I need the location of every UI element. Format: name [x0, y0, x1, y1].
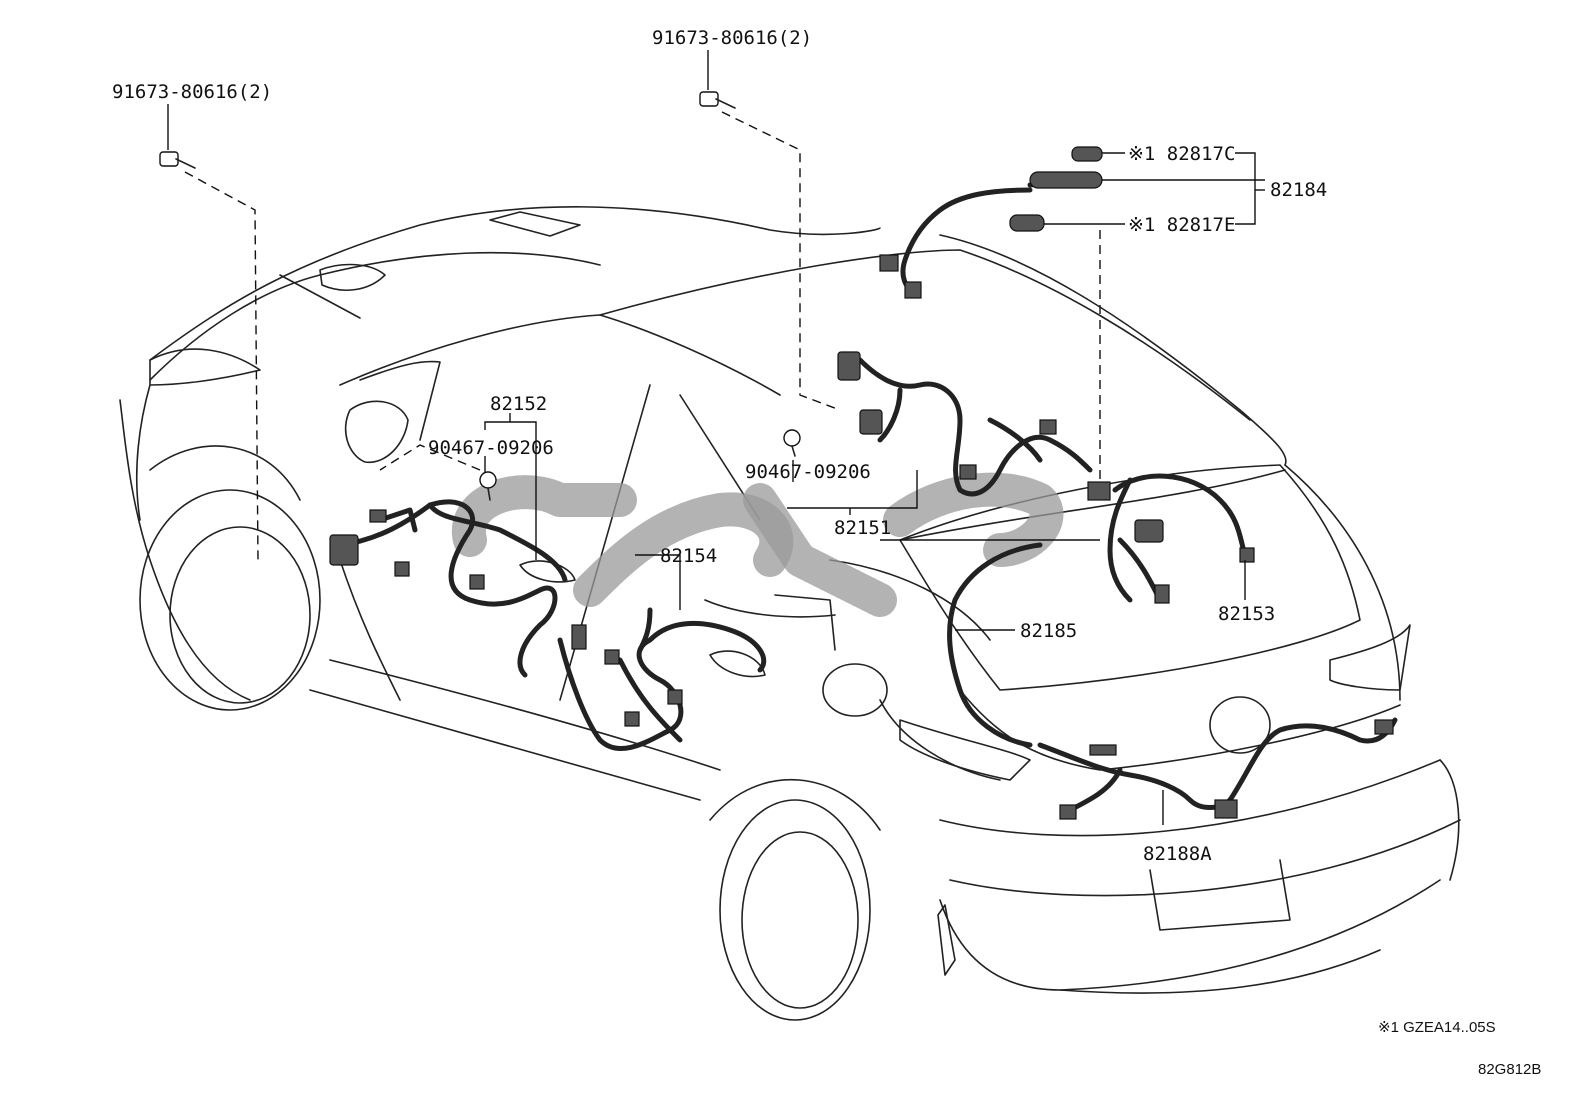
label-clip-left: 90467-09206 [428, 437, 554, 459]
label-82154: 82154 [660, 545, 717, 567]
label-82185: 82185 [1020, 620, 1077, 642]
bolt-left-icon [159, 151, 196, 169]
harness-82153 [1087, 473, 1255, 604]
label-82188a: 82188A [1143, 843, 1212, 865]
label-bolt-left: 91673-80616(2) [112, 81, 272, 103]
label-82184: 82184 [1270, 179, 1327, 201]
label-82817c: ※1 82817C [1128, 143, 1235, 165]
grommet-82817c [1071, 146, 1103, 162]
diagram-id: 82G812B [1478, 1061, 1541, 1078]
clip-center-icon [783, 429, 801, 457]
grommet-82184 [1029, 171, 1103, 189]
harness-82152-connector [329, 534, 359, 566]
harness-82184 [879, 146, 1103, 299]
harness-82152 [329, 499, 568, 678]
label-bolt-center: 91673-80616(2) [652, 27, 812, 49]
dashed-location-lines [184, 111, 1101, 561]
label-clip-center: 90467-09206 [745, 461, 871, 483]
bolt-center-icon [699, 91, 736, 109]
label-82152: 82152 [490, 393, 547, 415]
part-labels: 91673-80616(2) 91673-80616(2) 82152 9046… [112, 27, 1327, 865]
label-82151: 82151 [834, 517, 891, 539]
harness-82154 [557, 607, 767, 752]
grommet-82817e [1009, 214, 1045, 232]
label-82817e: ※1 82817E [1128, 214, 1235, 236]
harness-82151 [837, 351, 1093, 497]
watermark-logo [452, 472, 1064, 617]
label-82153: 82153 [1218, 603, 1275, 625]
clip-left-icon [479, 471, 497, 501]
leader-lines [167, 50, 1265, 825]
harness-82185 [947, 477, 1133, 748]
harness-82188a [1037, 717, 1398, 820]
footnote-applicability: ※1 GZEA14..05S [1378, 1019, 1496, 1036]
